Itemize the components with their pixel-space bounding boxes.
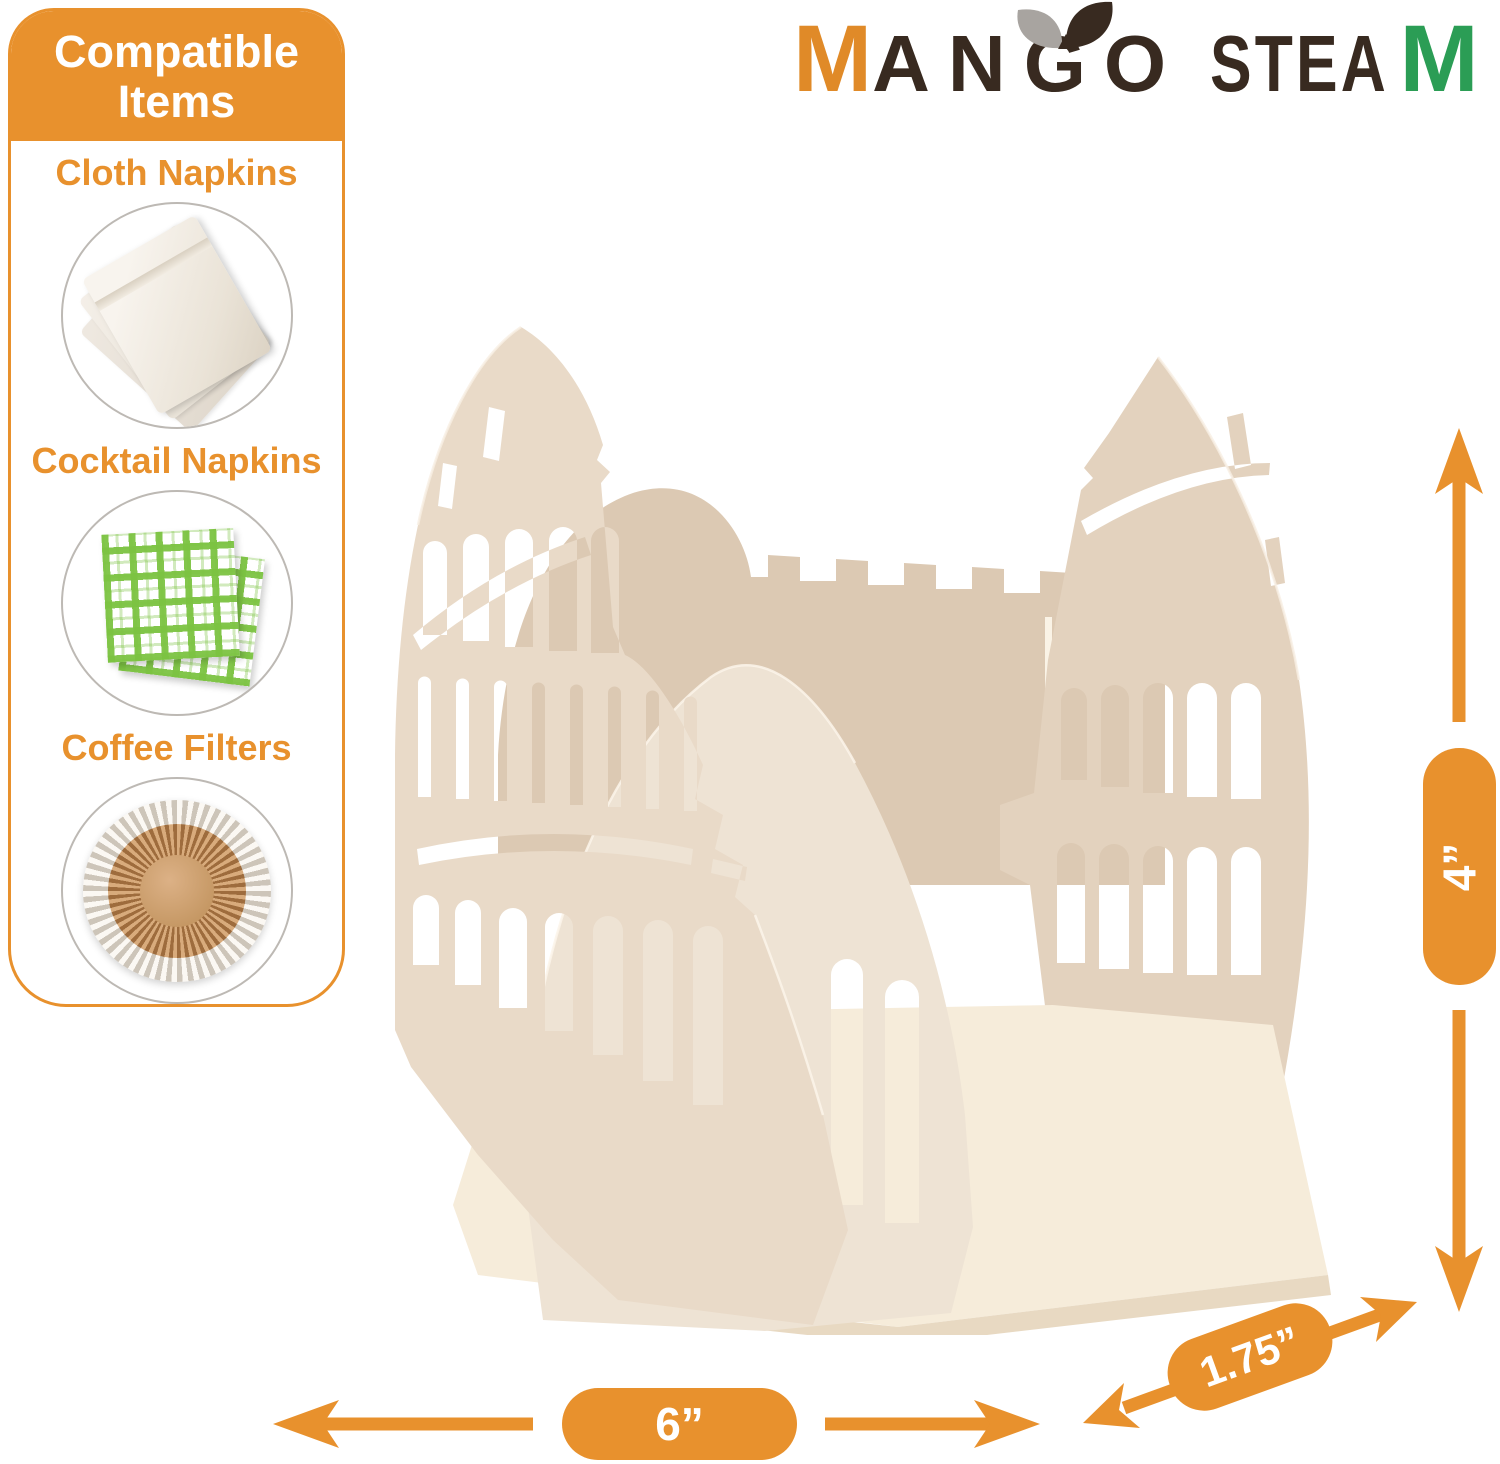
- item-label-coffee-filters: Coffee Filters: [61, 727, 292, 769]
- panel-title-line1: Compatible: [53, 26, 300, 77]
- logo-text-ango: ANGO: [872, 19, 1185, 108]
- width-dimension-label: 6”: [655, 1398, 704, 1450]
- colosseum-napkin-holder-photo: [395, 325, 1331, 1335]
- coffee-filter-base: [139, 854, 214, 927]
- item-label-cloth-napkins: Cloth Napkins: [55, 152, 298, 193]
- coffee-filter-photo: [60, 777, 293, 1004]
- width-dimension-pill: 6”: [562, 1388, 797, 1460]
- compatible-items-panel: Compatible Items Cloth Napkins Cocktail …: [8, 8, 345, 1007]
- logo-letter-m-green: M: [1399, 6, 1479, 112]
- panel-title-line2: Items: [117, 76, 236, 127]
- gingham-napkin-layer: [100, 527, 240, 663]
- height-dimension-label: 4”: [1433, 842, 1486, 891]
- logo-letter-m-orange: M: [793, 6, 873, 112]
- checkered-napkin-photo: [60, 489, 293, 717]
- height-dimension-pill: 4”: [1423, 748, 1496, 985]
- cloth-napkin-layer: [81, 215, 272, 416]
- left-facade: [395, 327, 848, 1325]
- logo-text-stea: STEA: [1210, 19, 1390, 108]
- item-label-cocktail-napkins: Cocktail Napkins: [31, 439, 322, 481]
- logo-leaves-icon: [1017, 1, 1113, 49]
- compatible-items-header: Compatible Items: [11, 11, 342, 141]
- cloth-napkin-photo: [60, 202, 293, 429]
